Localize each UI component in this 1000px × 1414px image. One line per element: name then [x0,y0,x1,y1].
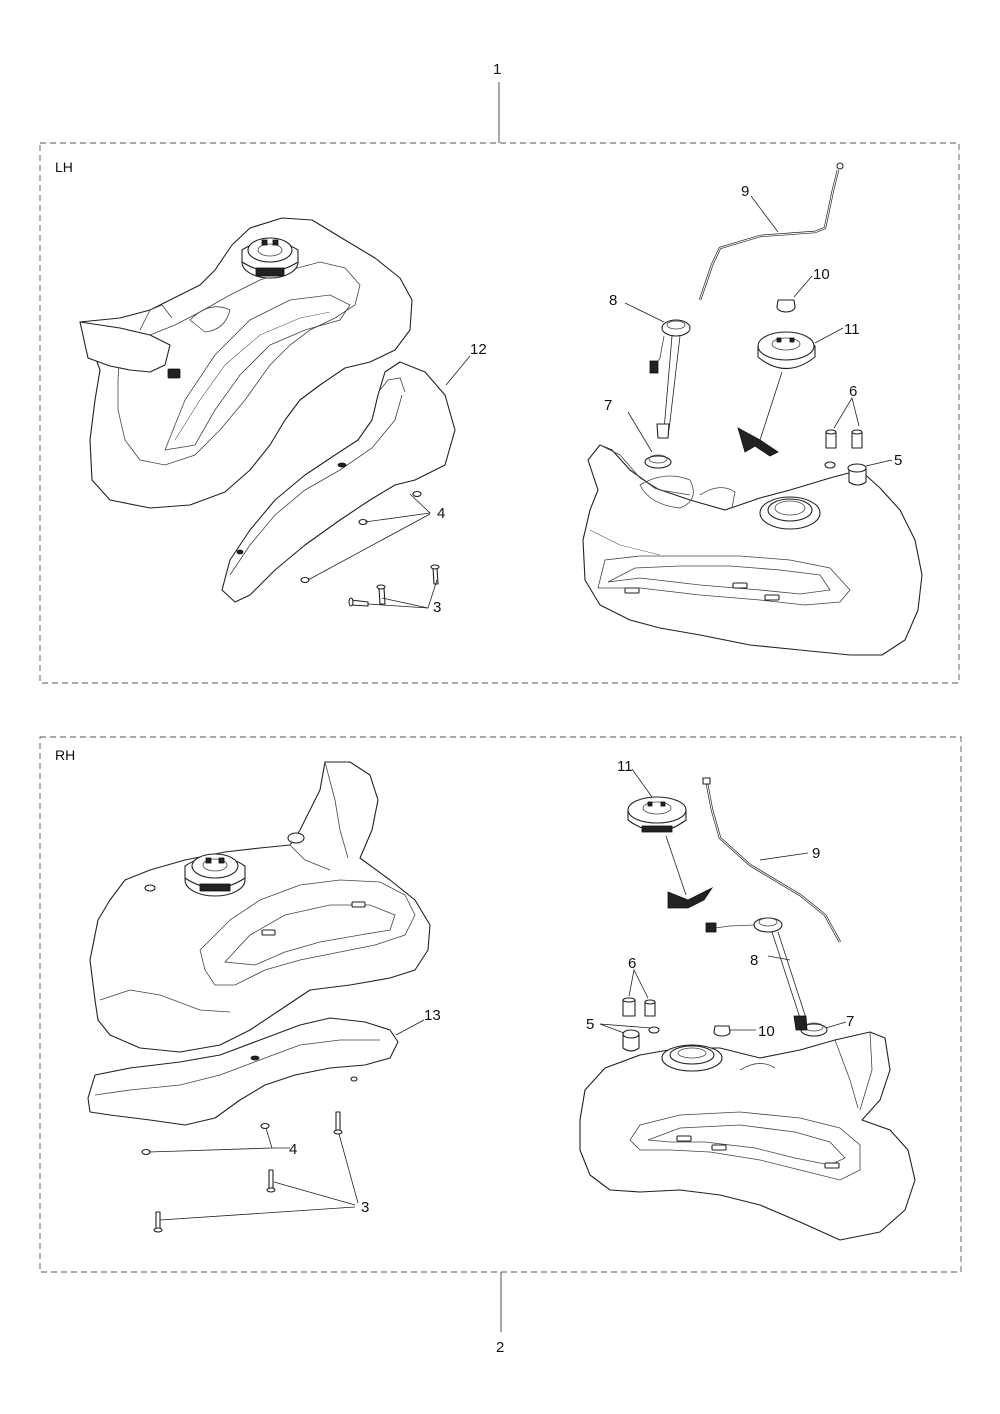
rh-leader-6 [628,968,649,999]
rh-callout-11: 11 [617,758,633,775]
rh-filler-cap-11 [627,796,714,909]
rh-leader-4b [148,1147,273,1153]
lh-leader-9 [750,195,779,233]
rh-guard-part-13 [87,1017,399,1126]
rh-callout-8: 8 [750,952,758,969]
rh-leader-7 [825,1021,847,1029]
lh-grommet-7 [644,454,672,469]
lh-plug-10 [776,299,796,313]
rh-leader-8 [767,955,791,961]
lh-leader-7 [627,411,653,453]
lh-callout-4: 4 [437,505,445,522]
lh-leader-3 [381,579,438,609]
rh-callout-7: 7 [846,1013,854,1030]
rh-callout-4: 4 [289,1141,297,1158]
rh-leader-11 [631,768,653,798]
rh-plug-10 [713,1025,731,1037]
rh-washers [141,1076,358,1156]
rh-panel-label: RH [55,747,75,763]
rh-leader-4a [265,1127,290,1149]
lh-leader-4b [307,513,431,581]
lh-bolts [348,564,440,607]
lh-bushings-5 [824,461,867,486]
rh-leader-3a [338,1133,359,1204]
lh-callout-12: 12 [470,341,487,358]
rh-callout-3: 3 [361,1199,369,1216]
lh-fuel-sender-8 [649,319,691,439]
rh-callout-10: 10 [758,1023,775,1040]
rh-fuel-sender-8 [705,917,808,1031]
lh-leader-11 [814,327,844,344]
lh-fuel-tank-assembly [582,444,923,656]
lh-leader-3b [367,603,429,609]
rh-leader-9 [759,852,809,861]
lh-vent-tube-9 [698,162,844,301]
lh-callout-11: 11 [844,321,860,338]
lh-fuel-tank [79,217,413,509]
callout-assembly-1: 1 [493,61,501,78]
rh-leader-5a [599,1023,625,1034]
lh-leader-8 [624,302,665,323]
rh-callout-13: 13 [424,1007,441,1024]
rh-leader-5b [599,1023,652,1029]
lh-callout-9: 9 [741,183,749,200]
lh-callout-3: 3 [433,599,441,616]
rh-leader-3c [159,1206,356,1221]
lh-leader-12 [445,355,471,386]
callout-assembly-2: 2 [496,1339,504,1356]
rh-fuel-tank-assembly [579,1031,916,1241]
lh-leader-5 [865,459,893,467]
lh-leader-4a [364,493,431,523]
rh-leader-3b [273,1181,356,1206]
rh-callout-6: 6 [628,955,636,972]
lh-leader-10 [793,275,813,298]
lh-callout-5: 5 [894,452,902,469]
lh-callout-7: 7 [604,397,612,414]
lh-callout-6: 6 [849,383,857,400]
rh-fuel-tank [89,761,431,1053]
lh-callout-8: 8 [609,292,617,309]
rh-callout-9: 9 [812,845,820,862]
rh-callout-5: 5 [586,1016,594,1033]
rh-leader-13 [395,1019,425,1036]
rh-valves-6 [622,997,656,1017]
rh-bushings-5 [622,1026,660,1052]
lh-valves-6 [825,429,863,449]
rh-bolts [153,1111,343,1233]
lh-callout-10: 10 [813,266,830,283]
rh-vent-tube-9 [702,777,842,943]
lh-guard-part-12 [221,361,456,603]
lh-filler-cap-11 [737,331,816,457]
lh-panel-label: LH [55,159,73,175]
rh-panel-frame [39,736,962,1273]
lh-leader-6 [833,396,860,429]
lh-washers [300,490,422,584]
